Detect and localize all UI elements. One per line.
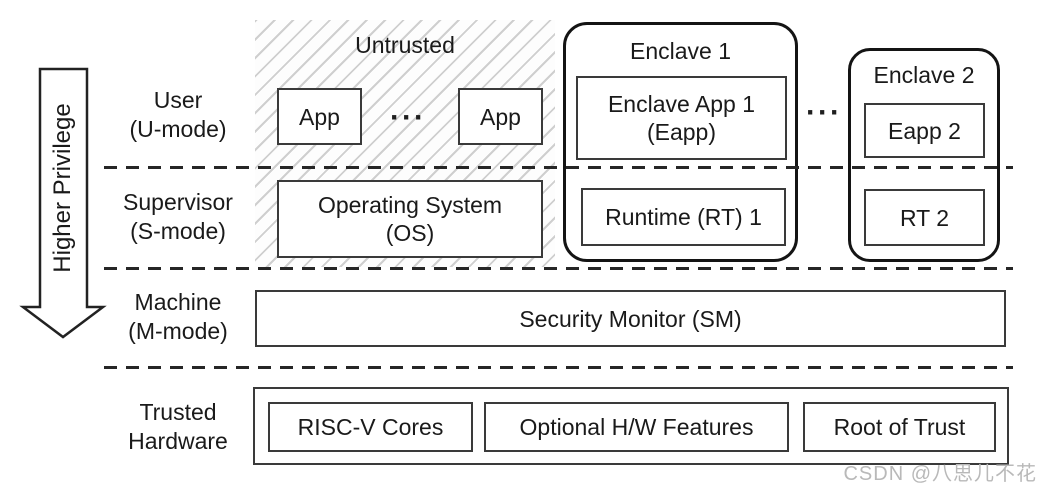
enclave-app-1-box: Enclave App 1 (Eapp): [576, 76, 787, 160]
os-label-line1: Operating System: [317, 192, 503, 218]
row-label-supervisor-line1: Supervisor: [123, 189, 233, 215]
separator-machine-hardware: [104, 366, 1013, 369]
trusted-hardware-box: RISC-V Cores Optional H/W Features Root …: [253, 387, 1009, 465]
row-label-hardware-line2: Hardware: [128, 428, 228, 454]
security-monitor-label: Security Monitor (SM): [519, 305, 742, 332]
riscv-cores-box: RISC-V Cores: [268, 402, 473, 452]
enclave-app-1-line2: (Eapp): [646, 119, 717, 145]
app-box-2-label: App: [480, 103, 521, 130]
enclave-app-1-line1: Enclave App 1: [607, 91, 756, 117]
riscv-cores-label: RISC-V Cores: [297, 414, 444, 440]
runtime-1-box: Runtime (RT) 1: [581, 188, 786, 246]
optional-hw-features-label: Optional H/W Features: [519, 414, 754, 440]
row-label-user-line2: (U-mode): [129, 116, 227, 142]
enclave-2-title: Enclave 2: [873, 62, 975, 88]
rt-2-label: RT 2: [899, 204, 949, 231]
row-label-machine-line1: Machine: [134, 289, 222, 315]
eapp-2-label: Eapp 2: [888, 117, 961, 144]
row-label-hardware-line1: Trusted: [139, 399, 217, 425]
os-label-line2: (OS): [385, 220, 435, 246]
app-box-1-label: App: [299, 103, 340, 130]
row-label-supervisor: Supervisor (S-mode): [108, 188, 248, 246]
enclave-2: Enclave 2 Eapp 2 RT 2: [848, 48, 1000, 262]
rt-2-box: RT 2: [864, 189, 985, 246]
security-monitor-box: Security Monitor (SM): [255, 290, 1006, 347]
separator-user-supervisor: [104, 166, 1013, 169]
csdn-watermark: CSDN @八思儿不花: [843, 463, 1037, 485]
higher-privilege-label: Higher Privilege: [49, 103, 76, 273]
optional-hw-features-box: Optional H/W Features: [484, 402, 789, 452]
untrusted-region: Untrusted App ··· App Operating System (…: [255, 20, 555, 267]
row-label-user-line1: User: [153, 87, 203, 113]
app-box-2: App: [458, 88, 543, 145]
runtime-1-label: Runtime (RT) 1: [605, 204, 762, 230]
root-of-trust-label: Root of Trust: [833, 414, 966, 440]
enclaves-ellipsis: ···: [806, 96, 842, 129]
higher-privilege-arrow: [19, 67, 107, 339]
row-label-trusted-hardware: Trusted Hardware: [108, 398, 248, 456]
row-label-machine-line2: (M-mode): [128, 318, 228, 344]
app-box-1: App: [277, 88, 362, 145]
separator-supervisor-machine: [104, 267, 1013, 270]
enclave-1: Enclave 1 Enclave App 1 (Eapp) Runtime (…: [563, 22, 798, 262]
row-label-machine: Machine (M-mode): [108, 288, 248, 346]
operating-system-box: Operating System (OS): [277, 180, 543, 258]
root-of-trust-box: Root of Trust: [803, 402, 996, 452]
enclave-1-title: Enclave 1: [629, 38, 731, 64]
eapp-2-box: Eapp 2: [864, 103, 985, 158]
apps-ellipsis: ···: [390, 101, 426, 134]
untrusted-title: Untrusted: [355, 32, 455, 58]
row-label-user: User (U-mode): [108, 86, 248, 144]
row-label-supervisor-line2: (S-mode): [130, 218, 226, 244]
